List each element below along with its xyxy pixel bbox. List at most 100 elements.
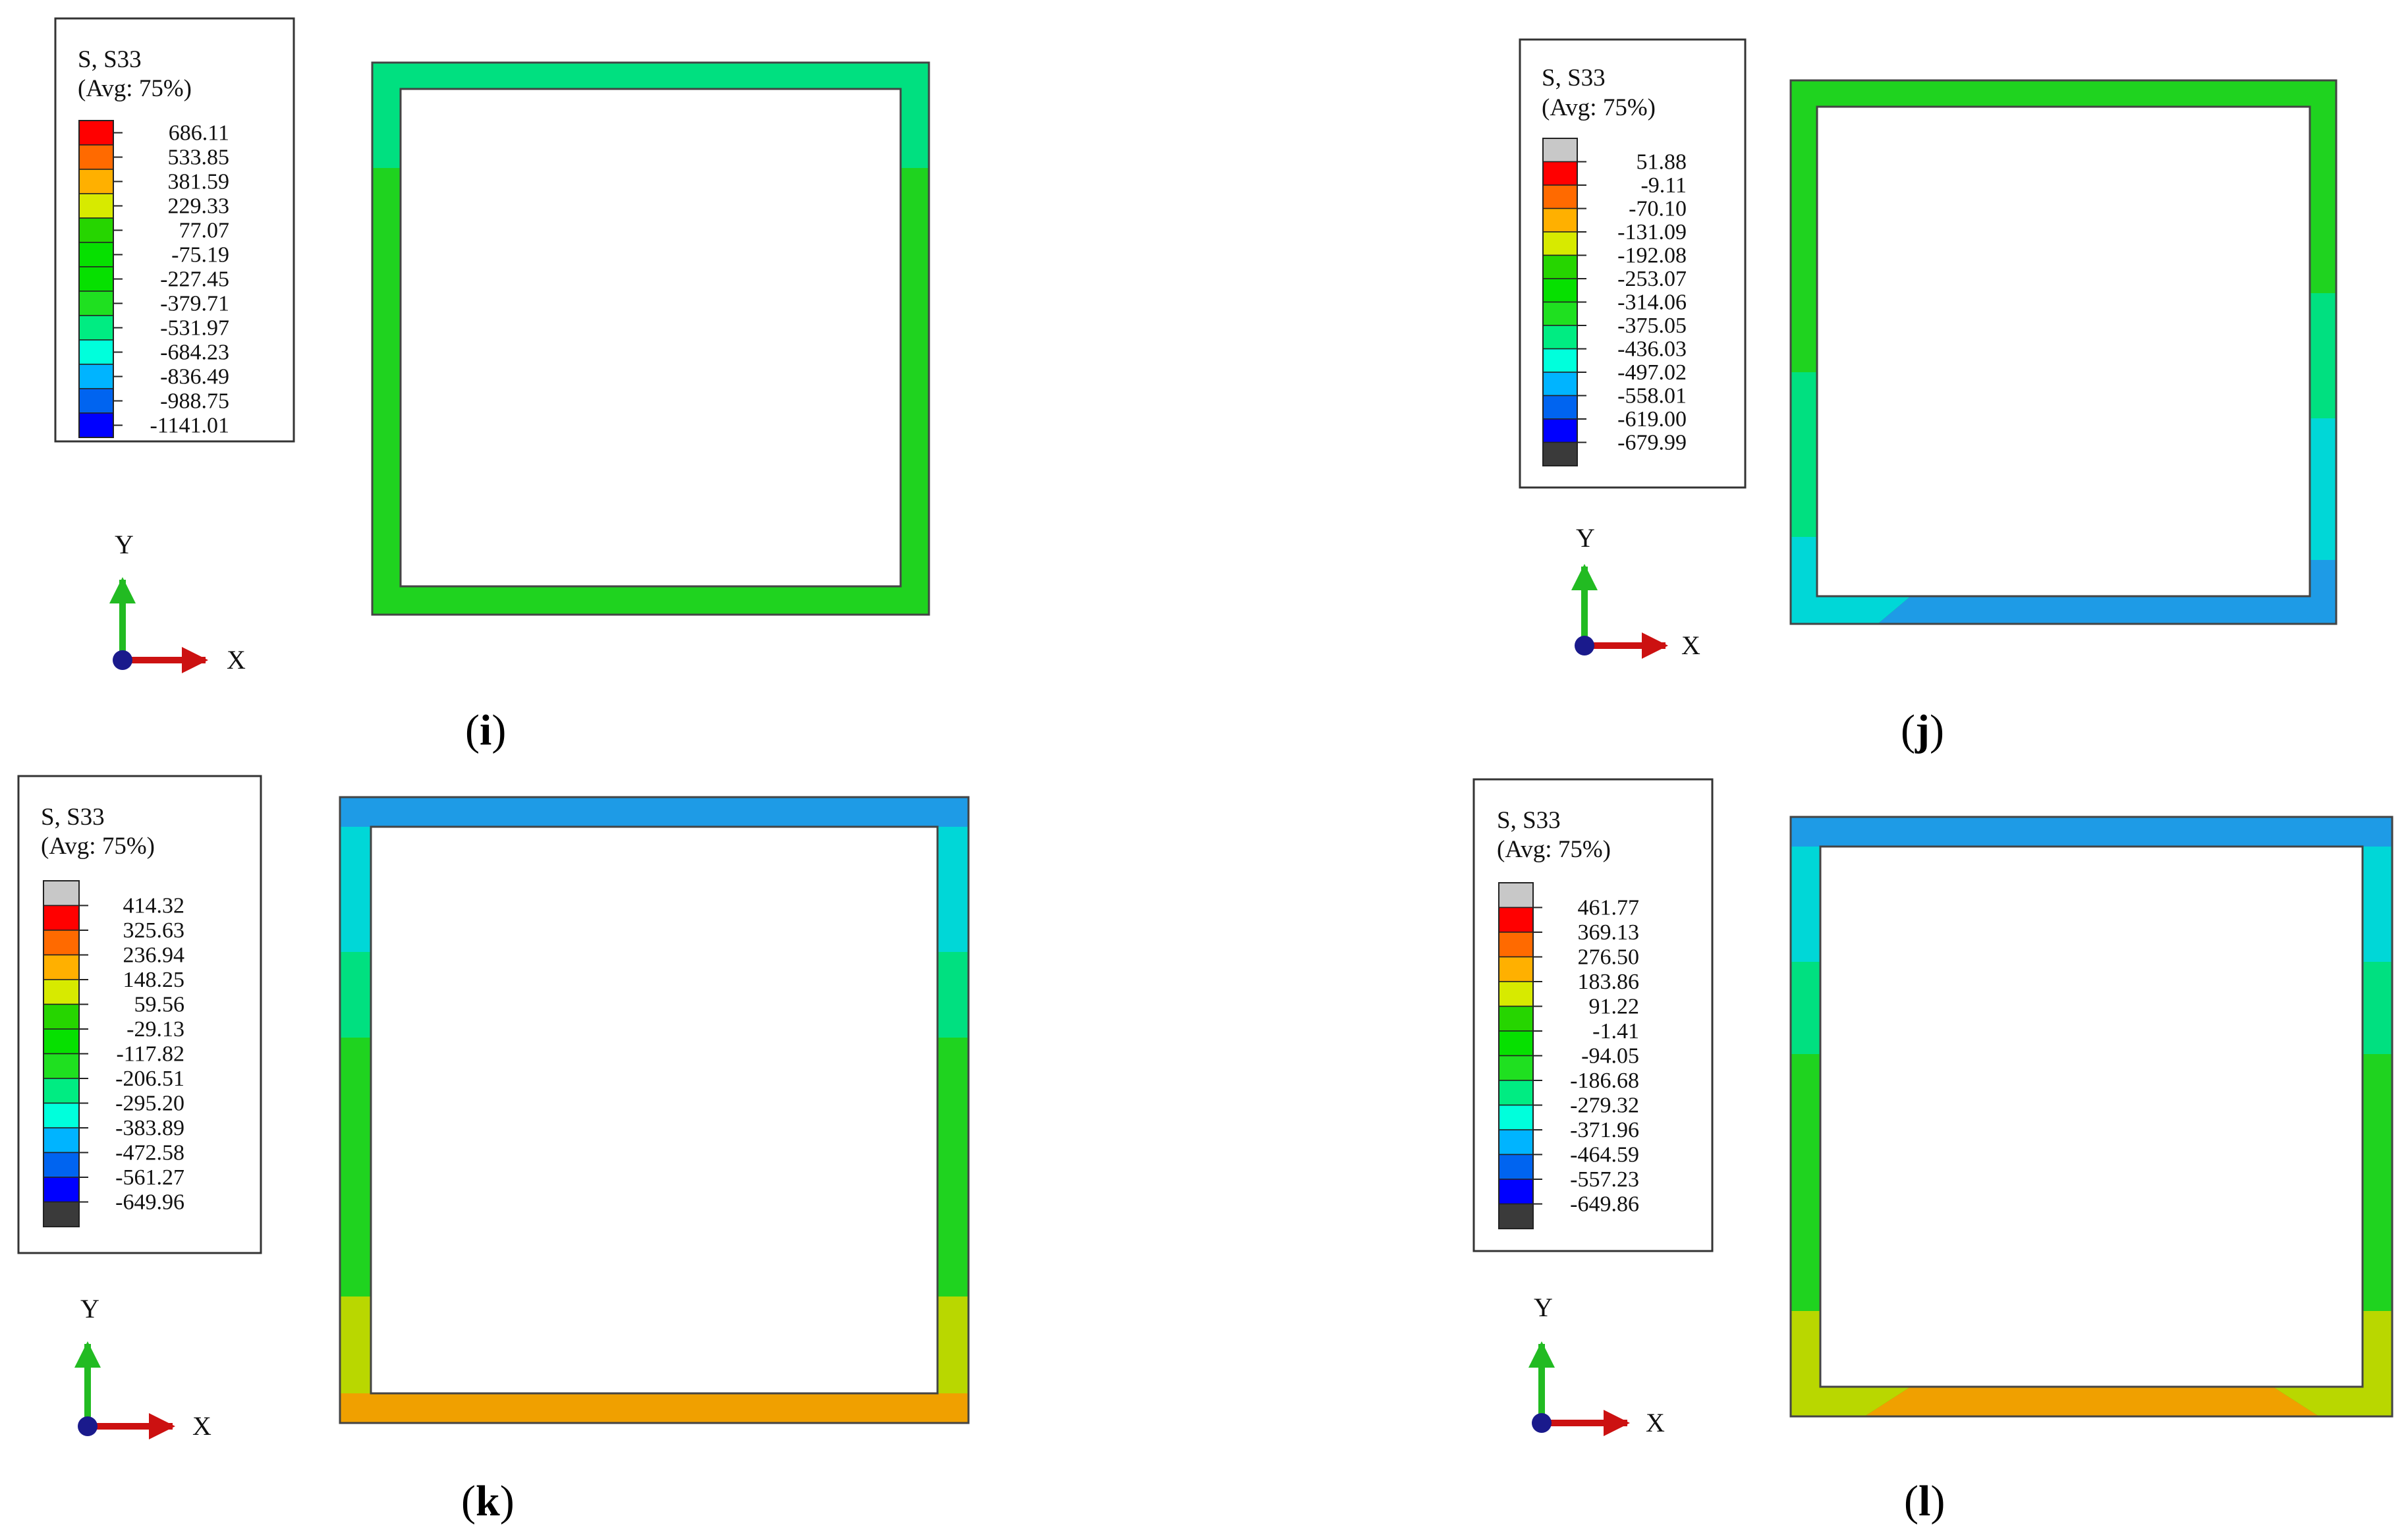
legend-swatch: [43, 1152, 80, 1178]
legend-value-label: -379.71: [160, 292, 229, 316]
contour-tube-l: [1789, 816, 2394, 1418]
origin-dot: [1575, 636, 1594, 655]
legend-swatch: [78, 217, 114, 243]
legend-value-label: -1.41: [1592, 1019, 1639, 1044]
legend-subtitle: (Avg: 75%): [1497, 836, 1611, 863]
legend-value-label: -94.05: [1581, 1044, 1639, 1069]
contour-tube-k: [339, 796, 970, 1424]
legend-value-label: 183.86: [1578, 970, 1640, 994]
legend-color-bar: 414.32325.63236.94148.2559.56-29.13-117.…: [43, 880, 185, 1227]
legend-value-label: -558.01: [1617, 384, 1687, 408]
coordinate-triad-k: Y X: [74, 1294, 211, 1441]
legend-value-label: -227.45: [160, 267, 229, 292]
coordinate-triad-j: Y X: [1571, 523, 1700, 660]
legend-value-label: -619.00: [1617, 407, 1687, 432]
caption-j: (j): [1901, 706, 1944, 754]
legend-value-label: 59.56: [134, 993, 185, 1017]
legend-l: S, S33 (Avg: 75%) 461.77369.13276.50183.…: [1472, 778, 1714, 1252]
legend-swatch: [1542, 301, 1578, 326]
legend-title: S, S33: [1497, 807, 1561, 834]
legend-subtitle: (Avg: 75%): [1542, 94, 1656, 121]
legend-swatch: [1498, 1203, 1534, 1229]
origin-dot: [78, 1416, 98, 1436]
legend-value-label: -436.03: [1617, 337, 1687, 362]
legend-value-label: -9.11: [1640, 173, 1687, 198]
legend-value-label: -314.06: [1617, 291, 1687, 315]
legend-swatch: [78, 193, 114, 219]
legend-value-label: 381.59: [168, 170, 230, 194]
legend-value-label: -531.97: [160, 316, 229, 341]
legend-value-label: -497.02: [1617, 360, 1687, 385]
legend-swatch: [43, 930, 80, 956]
legend-value-label: 77.07: [179, 219, 230, 243]
legend-value-label: -375.05: [1617, 314, 1687, 338]
legend-value-label: -684.23: [160, 341, 229, 365]
legend-swatch: [1498, 981, 1534, 1007]
legend-k: S, S33 (Avg: 75%) 414.32325.63236.94148.…: [17, 775, 262, 1254]
legend-swatch: [78, 144, 114, 170]
legend-swatch: [43, 880, 80, 906]
coordinate-triad-l: Y X: [1528, 1293, 1665, 1437]
legend-value-label: 276.50: [1578, 945, 1640, 970]
legend-title: S, S33: [1542, 65, 1606, 92]
legend-value-label: -649.96: [115, 1190, 184, 1215]
x-axis-label: X: [1681, 630, 1700, 660]
legend-swatch: [78, 242, 114, 267]
legend-value-label: -679.99: [1617, 431, 1687, 455]
legend-swatch: [43, 1053, 80, 1079]
y-axis-label: Y: [1534, 1293, 1553, 1322]
legend-value-label: -836.49: [160, 365, 229, 389]
legend-swatch: [1542, 231, 1578, 256]
legend-swatch: [1542, 325, 1578, 350]
legend-swatch: [43, 1028, 80, 1055]
tube-inner-void: [1819, 845, 2364, 1388]
legend-swatch: [43, 979, 80, 1005]
coordinate-triad-i: Y X: [109, 530, 246, 675]
panel-l: S, S33 (Avg: 75%) 461.77369.13276.50183.…: [1472, 778, 2394, 1525]
legend-swatch: [1542, 278, 1578, 303]
legend-value-label: -988.75: [160, 389, 229, 414]
legend-swatch: [1498, 1154, 1534, 1180]
legend-swatch: [1542, 138, 1578, 163]
legend-swatch: [1498, 1055, 1534, 1081]
legend-value-label: -649.86: [1570, 1192, 1639, 1217]
legend-swatch: [1542, 395, 1578, 420]
legend-swatch: [1542, 184, 1578, 209]
legend-value-label: 686.11: [169, 121, 229, 146]
legend-title: S, S33: [78, 46, 142, 73]
legend-subtitle: (Avg: 75%): [41, 833, 155, 860]
panel-i: S, S33 (Avg: 75%) 686.11533.85381.59229.…: [54, 17, 930, 754]
tube-inner-void: [370, 825, 939, 1395]
legend-value-label: -383.89: [115, 1116, 184, 1140]
legend-swatch: [1542, 161, 1578, 186]
legend-value-label: -472.58: [115, 1141, 184, 1165]
legend-color-bar: 461.77369.13276.50183.8691.22-1.41-94.05…: [1498, 882, 1640, 1229]
legend-value-label: -253.07: [1617, 267, 1687, 291]
tube-inner-void: [1816, 105, 2311, 598]
legend-swatch: [1498, 1005, 1534, 1032]
legend-value-label: 91.22: [1589, 995, 1640, 1019]
legend-swatch: [78, 266, 114, 292]
x-axis-label: X: [192, 1411, 211, 1441]
caption-i: (i): [465, 706, 506, 754]
legend-value-label: -279.32: [1570, 1094, 1639, 1118]
legend-swatch: [1498, 1080, 1534, 1106]
legend-swatch: [78, 364, 114, 389]
legend-value-label: -1141.01: [150, 414, 229, 438]
legend-swatch: [43, 905, 80, 931]
x-axis-label: X: [227, 645, 246, 675]
x-axis-label: X: [1646, 1408, 1665, 1437]
legend-value-label: 414.32: [123, 894, 185, 918]
legend-value-label: -186.68: [1570, 1069, 1639, 1093]
legend-swatch: [43, 954, 80, 980]
legend-swatch: [43, 1003, 80, 1030]
legend-value-label: 229.33: [168, 194, 230, 219]
legend-swatch: [1542, 418, 1578, 443]
legend-swatch: [1498, 932, 1534, 958]
legend-value-label: -70.10: [1629, 197, 1687, 221]
legend-swatch: [1498, 906, 1534, 933]
legend-value-label: -206.51: [115, 1067, 184, 1091]
legend-value-label: 236.94: [123, 943, 185, 968]
legend-swatch: [43, 1078, 80, 1104]
legend-swatch: [1498, 1129, 1534, 1156]
